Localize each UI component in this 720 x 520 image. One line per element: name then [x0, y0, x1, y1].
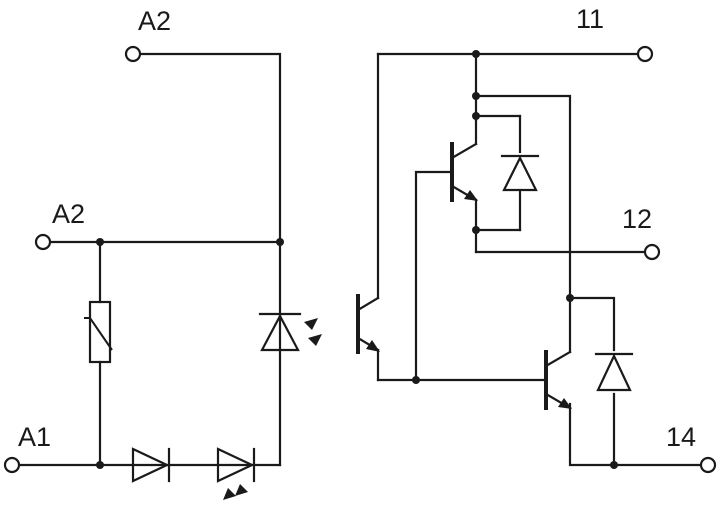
terminal-label-a2-top: A2 [138, 6, 171, 36]
terminal-14 [699, 456, 717, 474]
varistor-symbol [84, 300, 113, 364]
terminal-label-14: 14 [666, 422, 696, 452]
terminal-a2-mid [34, 233, 52, 251]
driver-transistor-icon [450, 118, 478, 202]
output-transistor-icon [544, 296, 572, 410]
terminal-12 [643, 243, 661, 261]
terminal-a2-top [124, 45, 142, 63]
terminal-label-a2-mid: A2 [52, 199, 85, 229]
upper-diode-icon [500, 154, 540, 192]
junction-dots [96, 50, 618, 469]
lower-diode-icon [594, 352, 634, 392]
phototransistor-icon [356, 294, 380, 354]
optocoupler-led-icon [258, 312, 322, 352]
input-wiring [16, 52, 282, 467]
terminal-label-a1: A1 [18, 422, 51, 452]
series-diode-icon [131, 447, 171, 483]
indicator-led-icon [216, 447, 256, 500]
terminal-label-12: 12 [622, 204, 652, 234]
terminal-label-11: 11 [576, 4, 604, 34]
terminal-a1 [3, 456, 21, 474]
output-wiring [376, 52, 704, 467]
terminal-11 [636, 45, 654, 63]
